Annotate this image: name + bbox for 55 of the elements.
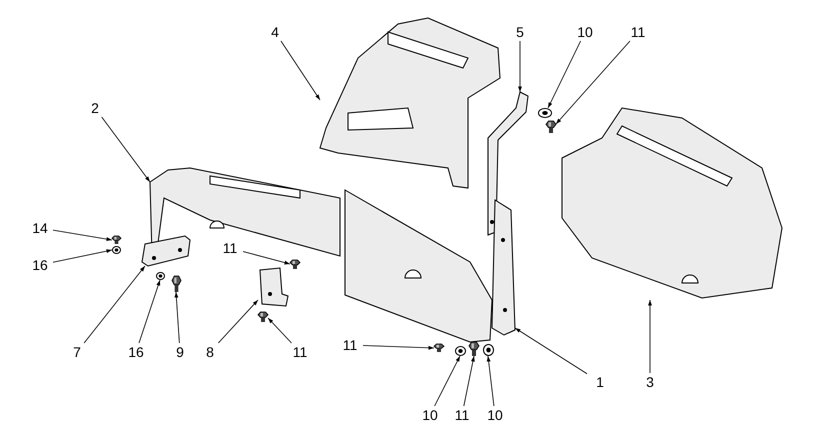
washer-drawing xyxy=(156,272,165,280)
bolt-drawing xyxy=(112,236,121,244)
leader-line xyxy=(174,292,180,344)
callout-number: 2 xyxy=(82,99,108,117)
leader-line xyxy=(518,40,522,92)
callout-number: 10 xyxy=(482,406,508,424)
callout-number: 1 xyxy=(587,373,613,391)
callout-number: 11 xyxy=(625,23,651,41)
callout-number: 10 xyxy=(572,23,598,41)
callout-number: 3 xyxy=(637,373,663,391)
callout-number: 11 xyxy=(337,336,363,354)
washer-drawing xyxy=(455,346,466,356)
callout-number: 11 xyxy=(217,239,243,257)
leader-line xyxy=(548,40,582,108)
leader-line xyxy=(648,300,652,374)
leader-line xyxy=(268,318,292,344)
callout-number: 7 xyxy=(64,343,90,361)
bolt-drawing xyxy=(434,344,444,352)
bolt-drawing xyxy=(546,121,556,133)
callout-number: 9 xyxy=(167,343,193,361)
cover-drawing xyxy=(562,108,784,300)
callout-number: 8 xyxy=(197,343,223,361)
bolt-drawing xyxy=(290,260,300,269)
bracket-drawing xyxy=(258,268,288,308)
callout-number: 11 xyxy=(449,406,475,424)
fender-panel-drawing xyxy=(150,168,340,258)
callout-number: 5 xyxy=(507,23,533,41)
bolt-drawing xyxy=(258,312,268,322)
leader-line xyxy=(434,356,460,406)
callout-number: 14 xyxy=(27,219,53,237)
bolt-drawing xyxy=(469,342,479,356)
plate-drawing xyxy=(140,236,190,266)
leader-line xyxy=(556,40,630,124)
leader-line xyxy=(52,230,112,242)
leader-line xyxy=(362,345,434,350)
leader-line xyxy=(280,40,320,100)
callout-number: 4 xyxy=(262,23,288,41)
leader-line xyxy=(514,328,588,374)
leader-line xyxy=(242,251,290,264)
leader-line xyxy=(101,116,150,182)
callout-number: 10 xyxy=(417,406,443,424)
leader-line xyxy=(52,249,112,263)
washer-drawing xyxy=(112,246,121,254)
callout-number: 16 xyxy=(27,256,53,274)
callout-number: 16 xyxy=(123,343,149,361)
bolt-drawing xyxy=(172,276,181,292)
leader-line xyxy=(463,356,475,406)
leader-line xyxy=(486,356,494,406)
leader-line xyxy=(218,300,258,344)
washer-drawing xyxy=(538,108,552,118)
leader-line xyxy=(138,280,160,344)
leader-line xyxy=(84,266,146,344)
callout-number: 11 xyxy=(287,343,313,361)
washer-drawing xyxy=(483,344,494,356)
panel-drawing xyxy=(318,18,503,188)
